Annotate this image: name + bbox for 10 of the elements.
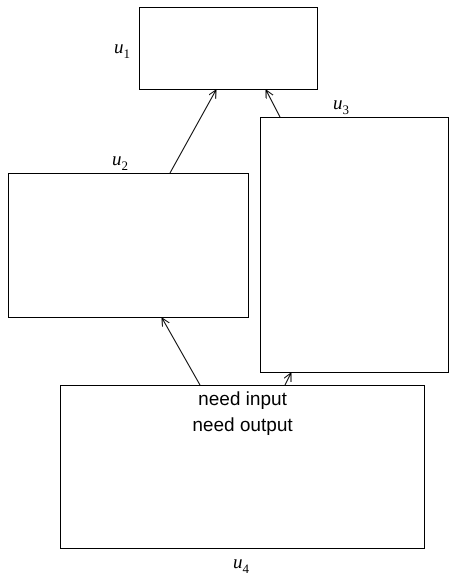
box-text: need input (197, 388, 288, 412)
box-text: need output (191, 414, 294, 438)
node-label: u$_{4}$ (233, 553, 249, 572)
node-label: u$_{3}$ (333, 94, 349, 113)
arrow (266, 90, 280, 118)
node-label: u$_{1}$ (114, 38, 130, 57)
arrow (170, 90, 216, 174)
arrow (283, 372, 292, 386)
arrow (162, 318, 200, 386)
node-label: u$_{2}$ (112, 150, 128, 169)
